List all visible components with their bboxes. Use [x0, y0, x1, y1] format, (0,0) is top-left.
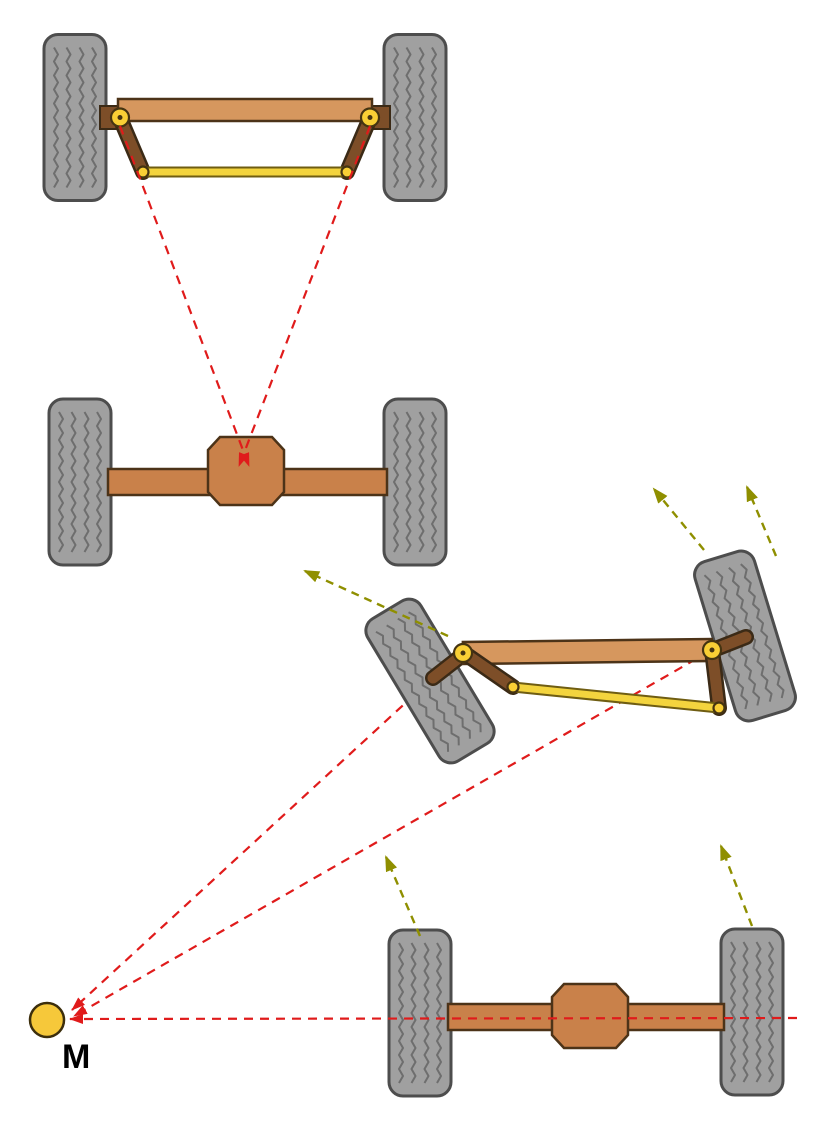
left-kingpin-center	[117, 115, 123, 120]
front-axle-beam-steered	[461, 637, 714, 666]
right-kingpin-axis-line	[237, 125, 372, 467]
left-kingpin-center	[460, 650, 466, 656]
left-steering-arm	[114, 112, 149, 178]
rear-left-wheel	[47, 397, 113, 567]
left-kingpin-axis-line	[118, 125, 251, 467]
rear-right-wheel	[719, 927, 785, 1097]
right-steering-arm	[341, 112, 376, 178]
differential-housing	[206, 435, 286, 507]
differential-housing	[550, 982, 630, 1050]
left-tie-rod-end	[506, 680, 520, 694]
radius-line-front-right	[73, 650, 711, 1017]
turning-center: M	[28, 1001, 90, 1076]
direction-arrow-rear-left	[384, 855, 422, 937]
rear-right-wheel	[382, 397, 448, 567]
turning-center-label: M	[62, 1038, 90, 1076]
right-kingpin-center	[709, 647, 715, 653]
right-kingpin-center	[367, 115, 373, 120]
front-left-wheel	[42, 33, 108, 202]
right-tie-rod-end	[712, 701, 726, 715]
front-right-wheel	[382, 33, 448, 202]
direction-arrow-rear-right	[719, 844, 754, 927]
direction-arrow-front-right-outer	[745, 485, 778, 557]
front-axle-beam	[116, 97, 374, 123]
front-axle-steered	[359, 546, 801, 770]
rear-axle-turning	[387, 927, 785, 1098]
front-axle-straight	[42, 33, 448, 202]
direction-arrow-front-left	[303, 569, 449, 638]
radius-line-front-left	[71, 672, 439, 1011]
direction-arrow-front-right-inner	[652, 487, 705, 551]
turning-center-point	[28, 1001, 66, 1039]
rear-axle-straight	[47, 397, 448, 567]
rear-left-wheel	[387, 928, 453, 1098]
tie-rod-steered	[509, 683, 723, 712]
left-steering-arm	[458, 647, 519, 693]
